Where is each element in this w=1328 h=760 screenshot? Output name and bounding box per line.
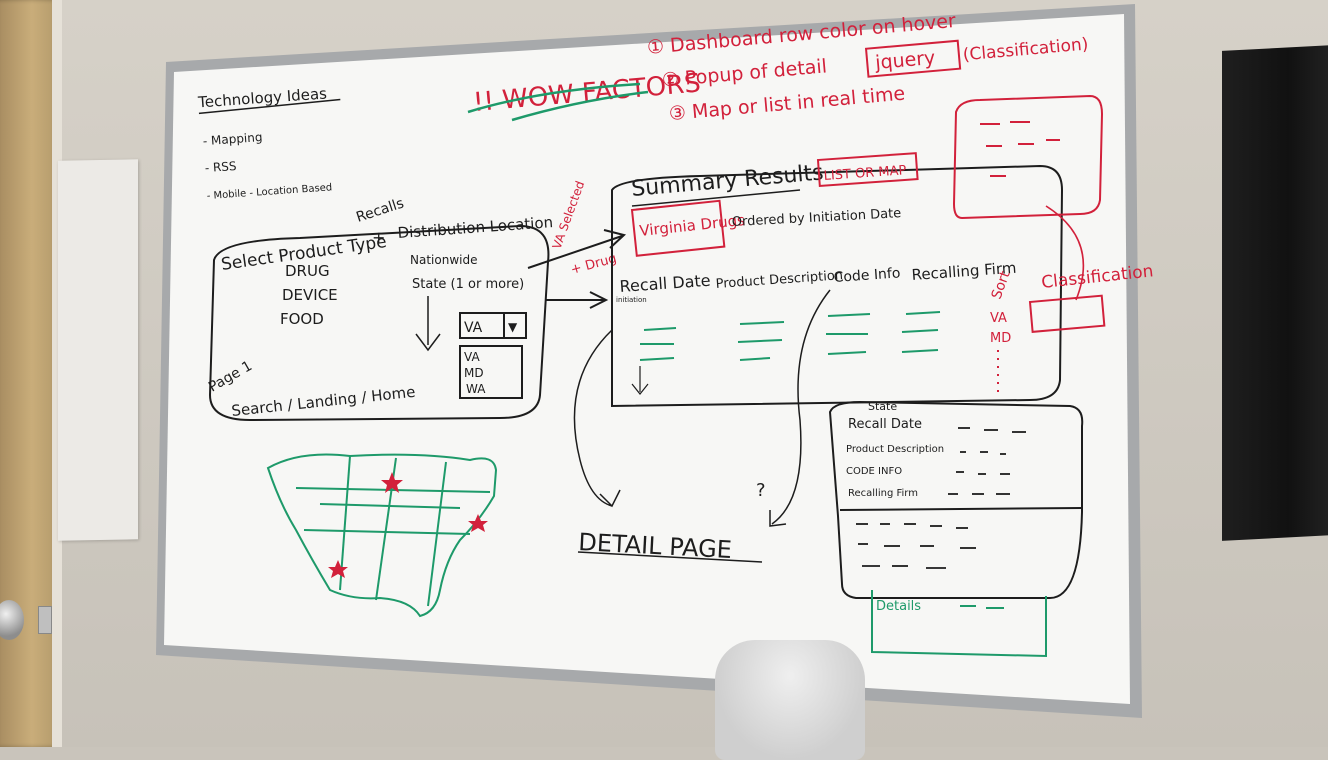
state-dropdown <box>459 312 527 339</box>
state-list <box>459 345 523 399</box>
summary-rows <box>639 311 941 361</box>
arrow <box>769 289 831 527</box>
door-latch-plate <box>38 606 52 634</box>
detail-field: CODE INFO <box>846 466 902 477</box>
map-markers <box>328 472 488 578</box>
door-frame <box>52 0 62 747</box>
arrow <box>546 291 609 309</box>
product-type-item: DRUG <box>285 262 330 280</box>
product-type-item: FOOD <box>280 310 324 328</box>
state-label: State <box>868 400 897 413</box>
state-list-item: MD <box>464 366 484 380</box>
arrow <box>527 229 627 269</box>
dropdown-value: VA <box>464 320 483 336</box>
tech-idea-item: - RSS <box>204 159 237 175</box>
details-label: Details <box>876 599 921 614</box>
column-header: Code Info <box>833 265 901 286</box>
detail-field: Product Description <box>846 444 944 455</box>
side-state: VA <box>990 311 1007 326</box>
door <box>0 0 58 747</box>
plus-sign: + <box>372 228 385 247</box>
tech-idea-item: - Mapping <box>202 130 262 148</box>
detail-card-frame <box>828 400 1084 599</box>
question-mark: ? <box>756 480 766 501</box>
state-list-item: WA <box>466 382 486 396</box>
detail-card-section: State Recall Date Product Description CO… <box>846 400 1026 569</box>
initiation-note: initiation <box>616 296 647 304</box>
popup-lines <box>980 121 1060 177</box>
detail-field: Recall Date <box>848 417 922 432</box>
wow-item-2-box: jquery <box>873 47 936 74</box>
summary-frame <box>611 164 1064 408</box>
door-knob <box>0 600 24 640</box>
details-panel <box>871 590 1047 658</box>
green-underline <box>511 90 649 122</box>
product-type-item: DEVICE <box>282 286 338 304</box>
green-underline <box>467 82 641 114</box>
state-list-item: VA <box>464 350 480 364</box>
chair-back <box>715 640 865 760</box>
popup-sketch <box>952 94 1104 220</box>
state-option: State (1 or more) <box>412 277 524 292</box>
detail-field: Recalling Firm <box>848 488 918 499</box>
chevron-down-icon: ▼ <box>508 320 518 334</box>
arrow <box>573 329 621 508</box>
nationwide-option: Nationwide <box>410 253 477 267</box>
side-state: MD <box>990 331 1011 346</box>
list-or-map-note: LIST OR MAP <box>823 163 907 184</box>
